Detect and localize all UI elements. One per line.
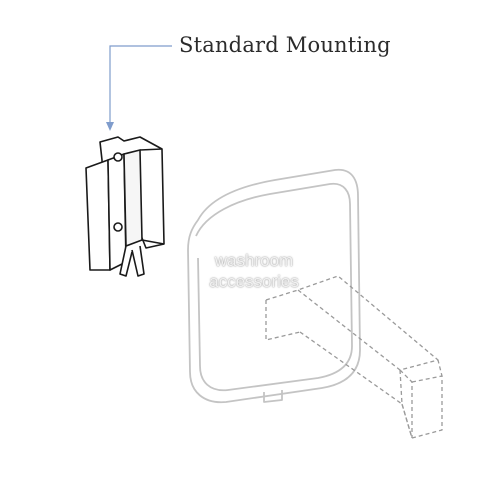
product-shaft	[265, 275, 443, 439]
watermark-line-2: accessories	[209, 272, 299, 291]
standard-mounting-label: Standard Mounting	[179, 33, 391, 57]
callout-arrow	[106, 45, 172, 131]
product-body	[187, 168, 361, 404]
mounting-bracket	[85, 136, 165, 277]
watermark-line-1: washroom	[214, 251, 294, 270]
